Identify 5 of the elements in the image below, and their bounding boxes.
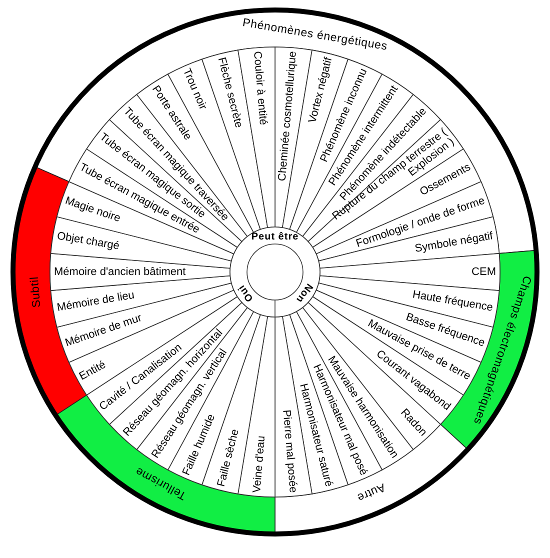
answer-label: Oui: [236, 282, 256, 304]
category-label: Subtil: [28, 276, 44, 308]
answer-label: Peut être: [251, 232, 299, 242]
sector-label: CEM: [324, 266, 498, 278]
category-label: Autre: [356, 480, 388, 504]
